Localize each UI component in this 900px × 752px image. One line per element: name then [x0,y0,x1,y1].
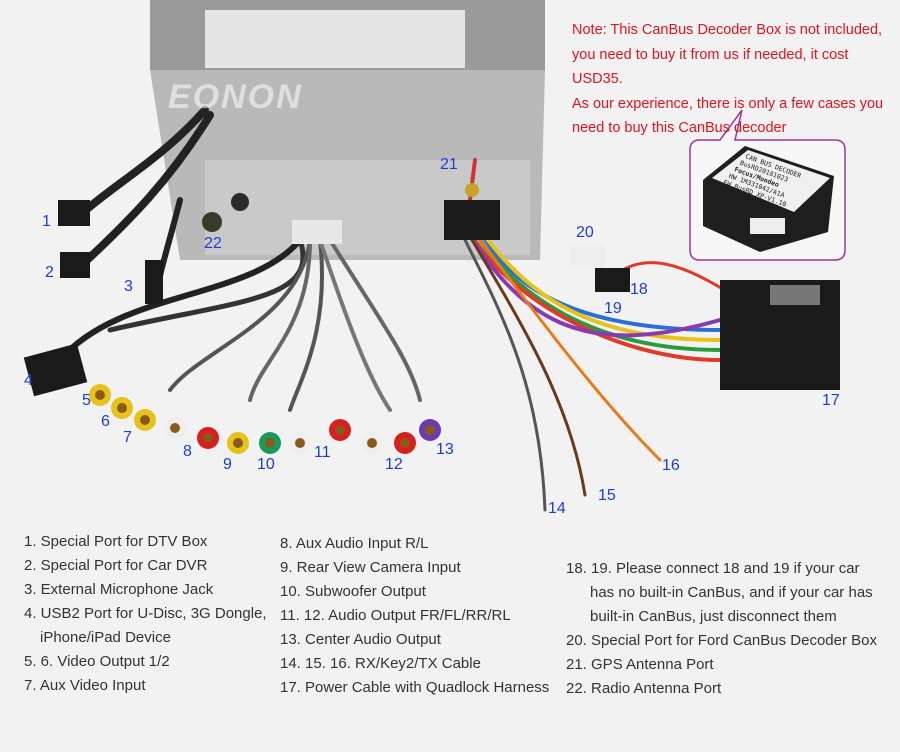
note-line: need to buy this CanBus decoder [572,120,787,136]
note-line: As our experience, there is only a few c… [572,95,884,112]
callout-19: 19 [604,300,622,317]
callout-2: 2 [45,264,54,281]
callout-5: 5 [82,392,91,409]
callout-1: 1 [42,213,51,230]
callout-15: 15 [598,487,616,504]
legend-item: 20. Special Port for Ford CanBus Decoder… [566,632,877,649]
decoder-label [712,150,830,212]
brand-watermark: EONON [168,78,303,116]
legend-column-1: 1. Special Port for DTV Box 2. Special P… [24,530,267,698]
callout-22: 22 [204,235,222,252]
legend-item: 18. 19. Please connect 18 and 19 if your… [566,560,860,577]
callout-3: 3 [124,278,133,295]
decoder-bubble: CAN BUS DECODER BusRD20181023 Focus/Mond… [689,109,846,261]
callout-17: 17 [822,392,840,409]
legend-item: 14. 15. 16. RX/Key2/TX Cable [280,655,481,672]
legend-item: 3. External Microphone Jack [24,581,214,598]
callout-13: 13 [436,441,454,458]
cables [57,106,742,512]
connectors [23,183,840,397]
legend-item: 7. Aux Video Input [24,677,146,694]
note-line: you need to buy it from us if needed, it… [572,46,849,88]
legend-item: 21. GPS Antenna Port [566,656,714,673]
legend-column-3: 18. 19. Please connect 18 and 19 if your… [566,557,877,701]
legend-item: 8. Aux Audio Input R/L [280,535,429,552]
callout-9: 9 [223,456,232,473]
legend-item: 9. Rear View Camera Input [280,559,461,576]
callout-8: 8 [183,443,192,460]
callout-11: 11 [314,444,331,461]
callout-6: 6 [101,413,110,430]
callout-10: 10 [257,456,275,473]
note-line: Note: This CanBus Decoder Box is not inc… [572,22,883,38]
canbus-note: Note: This CanBus Decoder Box is not inc… [572,18,900,141]
legend-item: 17. Power Cable with Quadlock Harness [280,679,550,696]
wiring-diagram-image: CAN BUS DECODER BusRD20181023 Focus/Mond… [23,0,846,512]
callout-18: 18 [630,281,648,298]
callout-16: 16 [662,457,680,474]
legend-column-2: 8. Aux Audio Input R/L 9. Rear View Came… [280,532,549,700]
callout-21: 21 [440,156,458,173]
callout-7: 7 [123,429,132,446]
legend-item: has no built-in CanBus, and if your car … [590,584,873,601]
legend-item: 2. Special Port for Car DVR [24,557,208,574]
legend-item: 4. USB2 Port for U-Disc, 3G Dongle, [24,605,267,622]
legend-item: built-in CanBus, just disconnect them [590,608,837,625]
callout-12: 12 [385,456,403,473]
legend-item: 13. Center Audio Output [280,631,441,648]
legend-item: iPhone/iPad Device [40,629,171,646]
callout-20: 20 [576,224,594,241]
legend-item: 5. 6. Video Output 1/2 [24,653,170,670]
legend-item: 11. 12. Audio Output FR/FL/RR/RL [280,607,511,624]
callout-4: 4 [24,372,33,389]
legend-item: 22. Radio Antenna Port [566,680,722,697]
callout-14: 14 [548,500,566,517]
rca-plugs [89,384,441,454]
legend-item: 10. Subwoofer Output [280,583,426,600]
legend-item: 1. Special Port for DTV Box [24,533,208,550]
